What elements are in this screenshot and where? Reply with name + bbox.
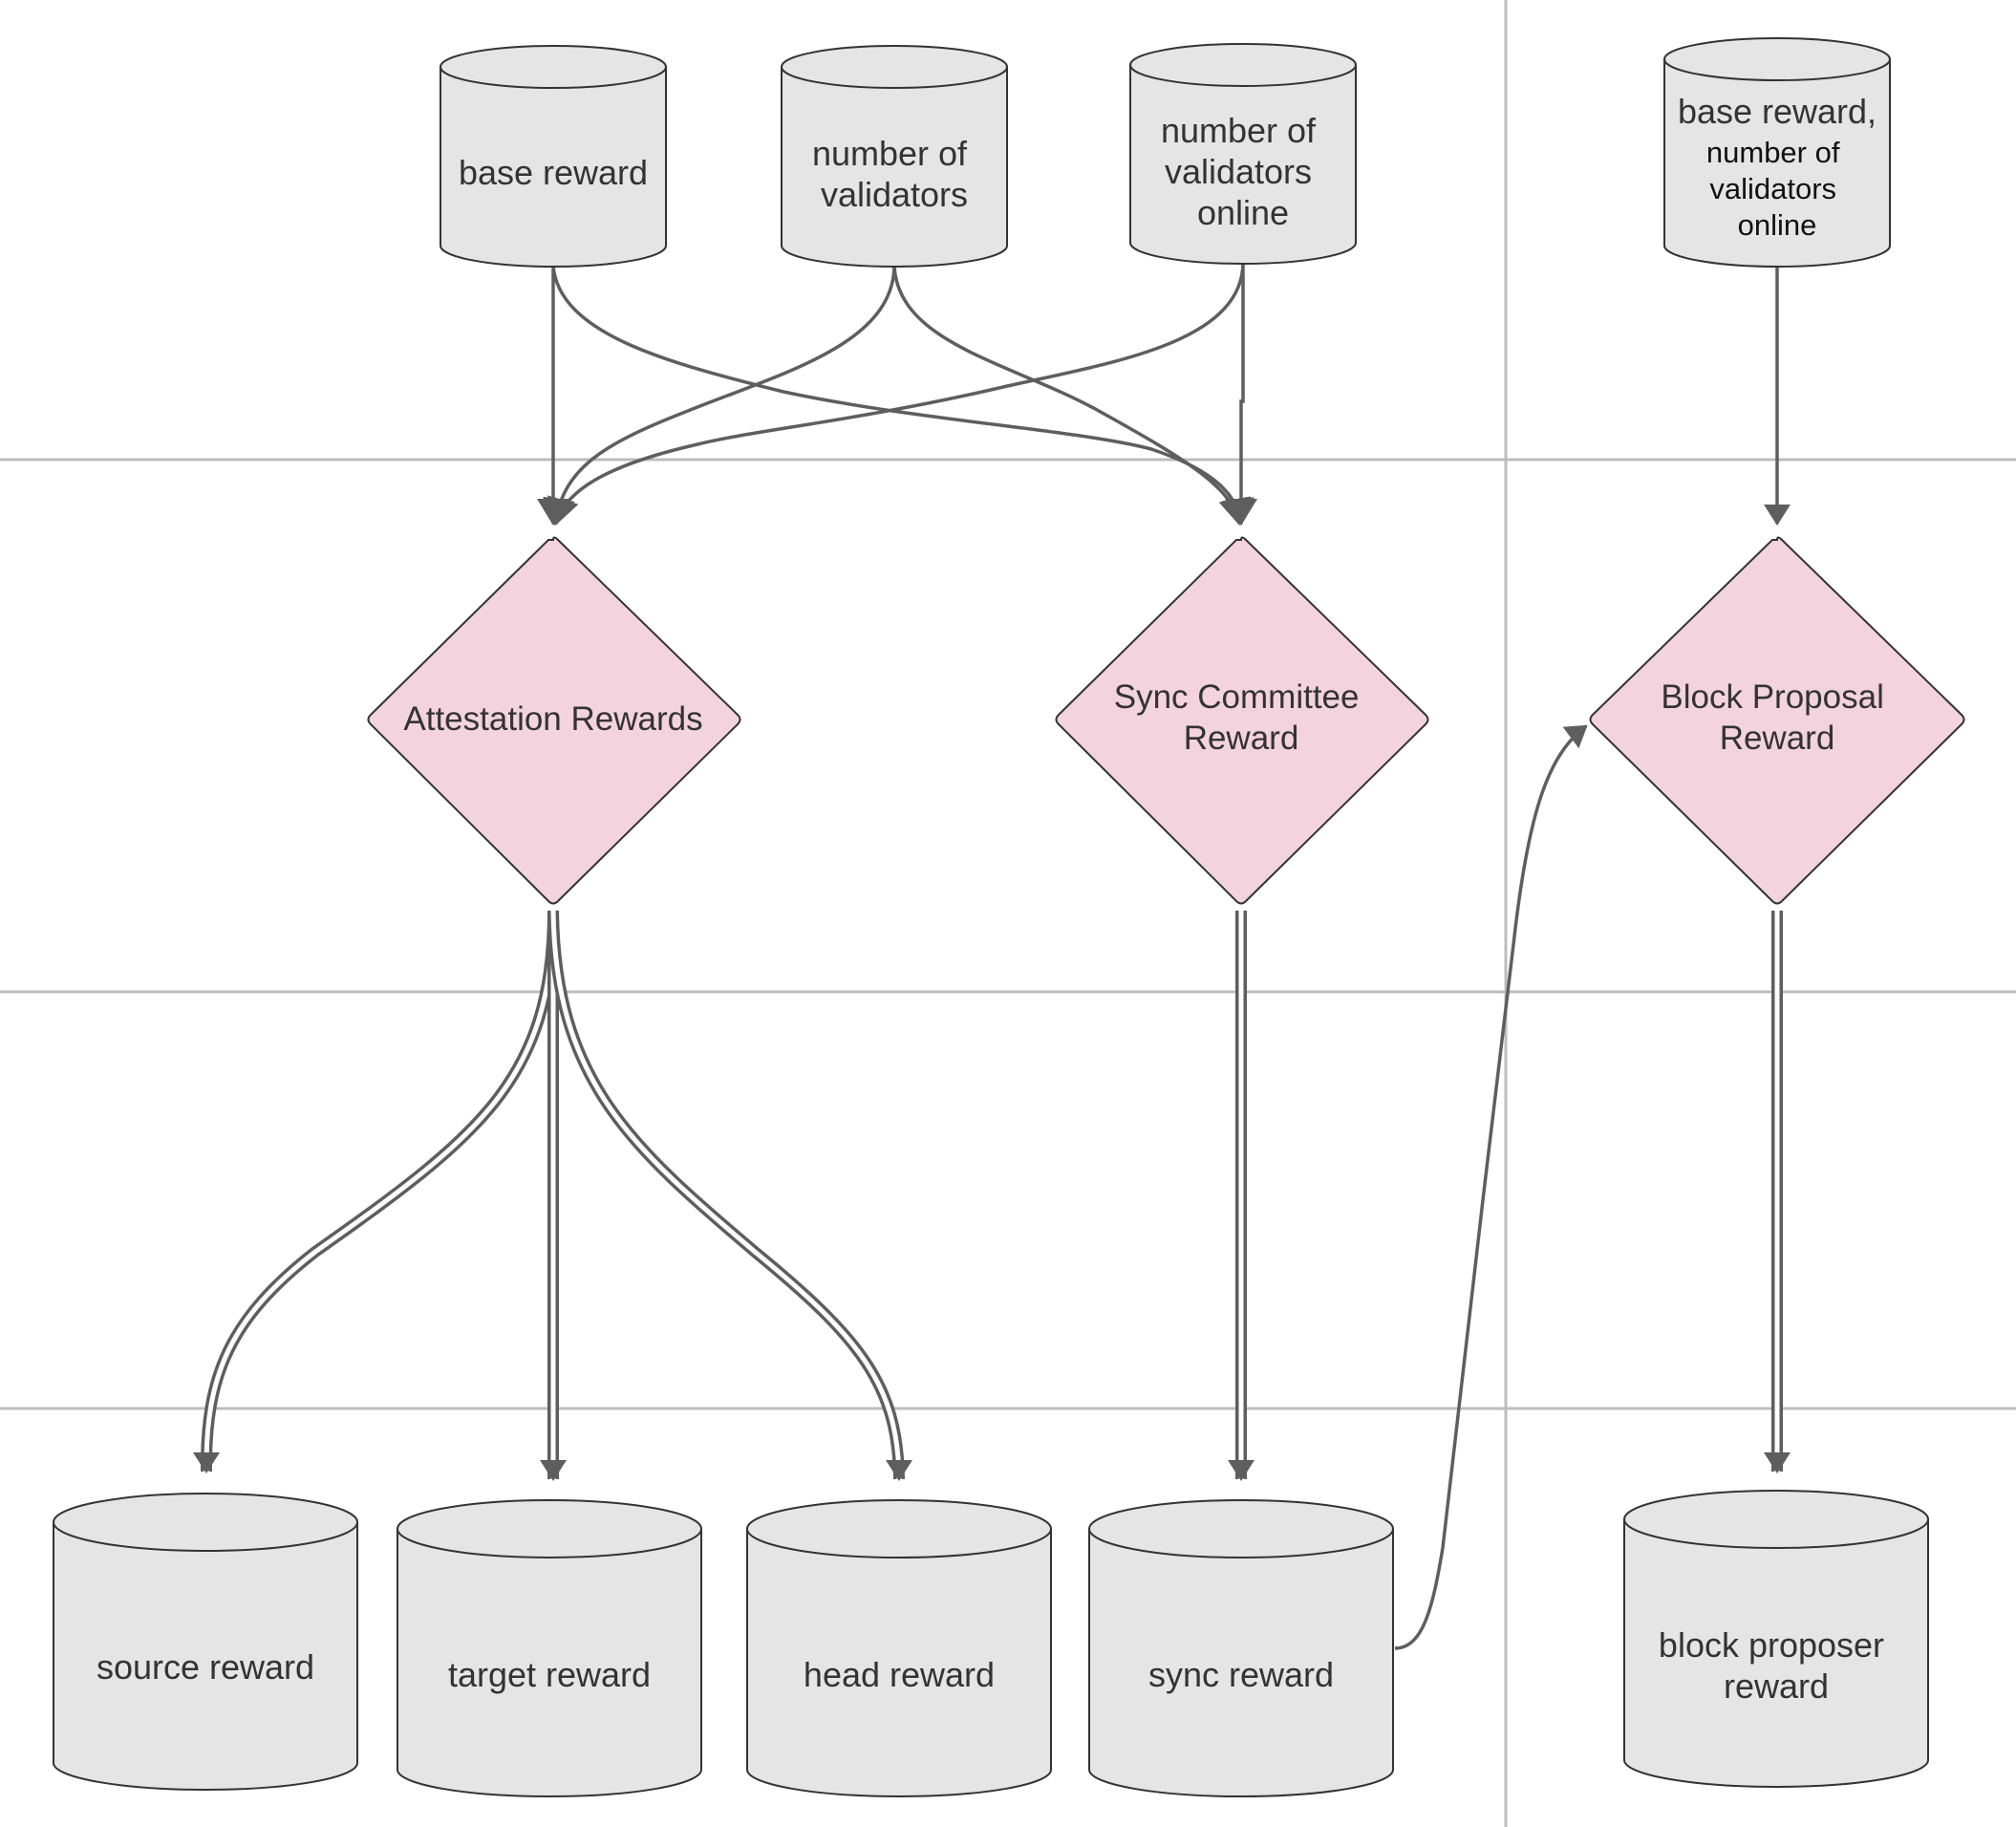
- edge-num-online-to-attestation: [547, 262, 1245, 526]
- input-edges: [537, 262, 1791, 1650]
- num-online-label: number of validators online: [1161, 111, 1325, 232]
- target-reward-label: target reward: [448, 1655, 651, 1694]
- input-cylinder-base-reward: base reward: [440, 45, 667, 268]
- block-proposer-label-line-1: block proposer: [1659, 1625, 1884, 1665]
- base-reward-label: base reward: [459, 153, 648, 192]
- combo-label-line-3: validators: [1709, 172, 1836, 205]
- block-proposal-label: Block Proposal Reward: [1661, 678, 1893, 757]
- combo-label-line-2: number of: [1706, 136, 1840, 169]
- edge-num-online-to-sync: [1225, 263, 1257, 526]
- output-cylinder-source: source reward: [53, 1493, 358, 1791]
- num-validators-label-line-1: number of: [812, 134, 968, 173]
- sync-reward-label-line: sync reward: [1148, 1655, 1334, 1694]
- block-proposer-label: block proposer reward: [1659, 1625, 1894, 1706]
- sync-reward-label: sync reward: [1148, 1655, 1334, 1694]
- input-cylinder-num-validators: number of validators: [781, 45, 1008, 268]
- output-cylinder-target: target reward: [397, 1499, 702, 1797]
- head-reward-label: head reward: [804, 1655, 995, 1694]
- target-reward-label-line: target reward: [448, 1655, 651, 1694]
- num-online-label-line-1: number of: [1161, 111, 1317, 150]
- num-online-label-line-3: online: [1197, 193, 1289, 232]
- edge-attestation-to-head: [547, 910, 912, 1481]
- output-cylinder-block-proposer: block proposer reward: [1623, 1490, 1929, 1788]
- source-reward-label: source reward: [97, 1647, 314, 1687]
- block-proposer-label-line-2: reward: [1724, 1666, 1829, 1706]
- input-cylinder-num-online: number of validators online: [1129, 43, 1357, 265]
- combo-label-first: base reward,: [1678, 92, 1877, 131]
- attestation-label: Attestation Rewards: [403, 700, 702, 738]
- attestation-label-line: Attestation Rewards: [403, 700, 702, 738]
- edge-attestation-to-source: [193, 910, 559, 1473]
- input-cylinder-base-reward-combo: base reward, number of validators online: [1663, 37, 1891, 268]
- process-diamond-sync-committee: Sync Committee Reward: [1055, 536, 1429, 905]
- combo-label-line-4: online: [1738, 208, 1817, 242]
- source-reward-label-line: source reward: [97, 1647, 314, 1687]
- num-online-label-line-2: validators: [1165, 152, 1312, 191]
- process-diamond-block-proposal: Block Proposal Reward: [1589, 536, 1965, 905]
- sync-committee-label: Sync Committee Reward: [1114, 678, 1368, 757]
- edge-num-validators-to-attestation: [543, 265, 896, 526]
- combo-label-line-1: base reward,: [1678, 92, 1877, 131]
- num-validators-label-line-2: validators: [821, 175, 968, 214]
- head-reward-label-line: head reward: [804, 1655, 995, 1694]
- num-validators-label: number of validators: [812, 134, 976, 214]
- block-proposal-label-line-2: Reward: [1720, 720, 1835, 757]
- sync-committee-label-line-1: Sync Committee: [1114, 678, 1360, 716]
- output-cylinder-head: head reward: [746, 1499, 1052, 1797]
- sync-committee-label-line-2: Reward: [1184, 720, 1299, 757]
- edge-num-validators-to-sync: [892, 265, 1251, 526]
- process-diamond-attestation: Attestation Rewards: [367, 536, 741, 905]
- output-cylinder-sync: sync reward: [1088, 1499, 1394, 1797]
- block-proposal-label-line-1: Block Proposal: [1661, 678, 1883, 716]
- base-reward-label-line: base reward: [459, 153, 648, 192]
- output-edges: [193, 910, 1791, 1481]
- edge-base-reward-to-sync: [551, 265, 1255, 526]
- edge-sync-reward-to-block-proposal: [1394, 724, 1588, 1650]
- combo-label-rest: number of validators online: [1706, 136, 1848, 242]
